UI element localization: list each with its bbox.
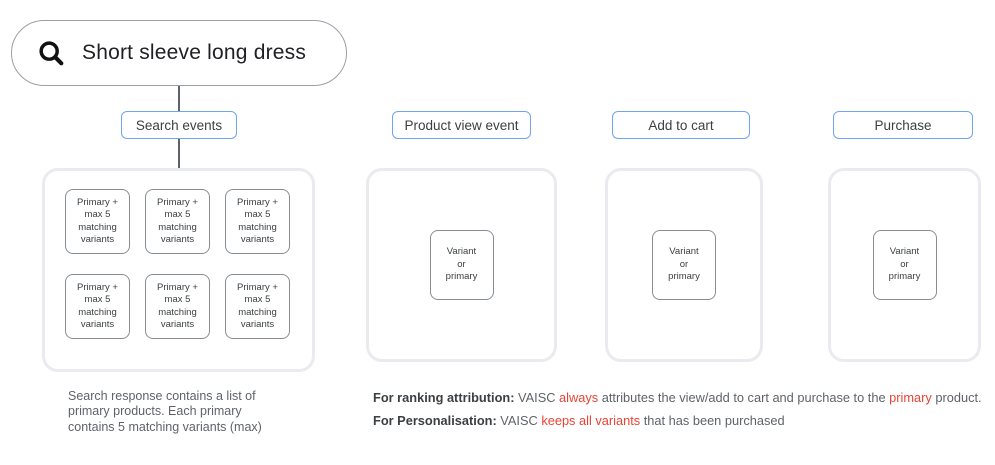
variant-or-primary-box: Variant or primary [652, 230, 716, 300]
personalisation-note-segment: keeps all variants [541, 413, 641, 429]
ranking-note-segment: primary [889, 390, 932, 405]
label-product-view-event: Product view event [392, 111, 531, 139]
label-purchase-text: Purchase [874, 117, 932, 133]
variant-or-primary-box: Variant or primary [872, 230, 937, 300]
variant-or-primary-box: Variant or primary [429, 230, 494, 300]
primary-product-box: Primary + max 5 matching variants [145, 189, 210, 254]
personalisation-note-segment: For Personalisation: [373, 413, 501, 429]
ranking-note-segment: For ranking attribution: [373, 390, 519, 405]
search-query-text: Short sleeve long dress [82, 41, 307, 64]
search-bar: Short sleeve long dress [11, 20, 347, 86]
product-view-container: Variant or primary [366, 168, 557, 362]
personalisation-note-segment: that has been purchased [640, 413, 785, 429]
search-events-container: Primary + max 5 matching variants Primar… [42, 168, 315, 372]
label-search-events-text: Search events [135, 117, 223, 133]
ranking-note-segment: attributes the view/add to cart and purc… [598, 390, 890, 405]
primary-product-box: Primary + max 5 matching variants [65, 274, 130, 339]
label-add-to-cart-text: Add to cart [648, 117, 714, 133]
label-add-to-cart: Add to cart [612, 111, 750, 139]
personalisation-note: For Personalisation: VAISC keeps all var… [373, 413, 982, 428]
primary-product-box: Primary + max 5 matching variants [225, 274, 290, 339]
ranking-note-segment: product. [931, 390, 982, 405]
primary-product-box: Primary + max 5 matching variants [145, 274, 210, 339]
ranking-note-segment: VAISC [518, 390, 560, 405]
primary-product-box: Primary + max 5 matching variants [225, 189, 290, 254]
attribution-notes: For ranking attribution: VAISC always at… [373, 390, 982, 437]
label-product-view-event-text: Product view event [404, 117, 519, 133]
ranking-attribution-note: For ranking attribution: VAISC always at… [373, 390, 982, 405]
purchase-container: Variant or primary [828, 168, 981, 362]
label-purchase: Purchase [833, 111, 973, 139]
label-search-events: Search events [121, 111, 237, 139]
personalisation-note-segment: VAISC [500, 413, 542, 429]
connector-label-to-container [178, 138, 180, 168]
ranking-note-segment: always [559, 390, 599, 405]
search-icon [36, 38, 67, 69]
connector-pill-to-label [178, 86, 180, 111]
add-to-cart-container: Variant or primary [605, 168, 763, 362]
primary-product-box: Primary + max 5 matching variants [65, 189, 130, 254]
search-response-note: Search response contains a list of prima… [68, 389, 262, 434]
